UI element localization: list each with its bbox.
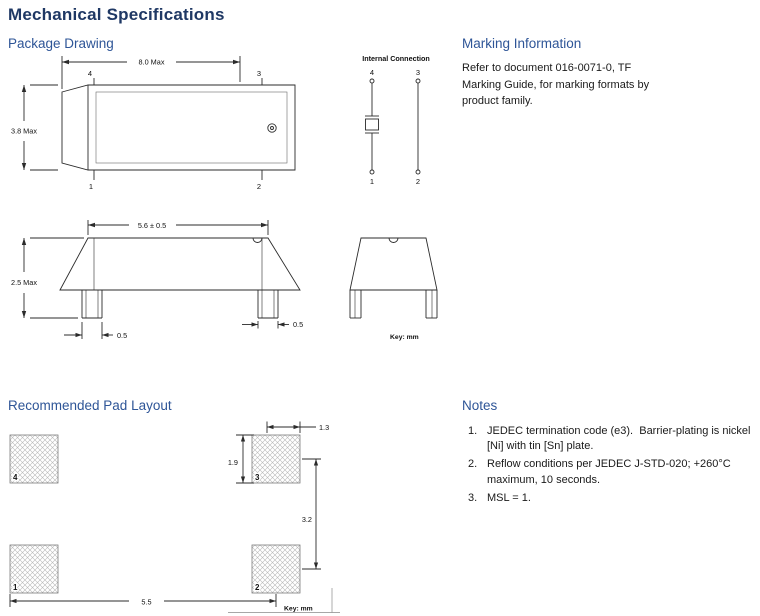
pad-2	[251, 544, 301, 594]
section-heading-notes: Notes	[462, 398, 498, 413]
notes-list: 1. JEDEC termination code (e3). Barrier-…	[468, 424, 752, 509]
pad-label-1: 1	[13, 583, 18, 592]
dim-top-width: 8.0 Max	[139, 58, 165, 67]
internal-connection-title: Internal Connection	[362, 54, 430, 63]
top-view-outline	[61, 78, 296, 180]
pad-label-2: 2	[255, 583, 260, 592]
note-text: JEDEC termination code (e3). Barrier-pla…	[487, 425, 754, 453]
top-view-pin-3-label: 3	[257, 69, 261, 78]
section-heading-pad-layout: Recommended Pad Layout	[8, 398, 172, 413]
dim-side-pad-right: 0.5	[293, 320, 303, 329]
crystal-symbol-icon	[365, 118, 379, 131]
pad-dimension-arrows	[10, 424, 319, 604]
section-heading-package-drawing: Package Drawing	[8, 36, 114, 51]
pad-label-3: 3	[255, 473, 260, 482]
dim-side-width: 5.6 ± 0.5	[138, 221, 166, 230]
ic-pin-1-label: 1	[370, 177, 374, 186]
top-view-pin-2-label: 2	[257, 182, 261, 191]
table-border-fragment	[228, 588, 340, 613]
pad-1	[9, 544, 59, 594]
dim-horizontal-pitch: 5.5	[141, 597, 151, 606]
page-title: Mechanical Specifications	[8, 5, 225, 24]
dim-side-pad-left: 0.5	[117, 331, 127, 340]
pad-4	[9, 434, 59, 484]
note-number: 1.	[468, 425, 478, 437]
note-item-1: 1. JEDEC termination code (e3). Barrier-…	[468, 424, 752, 454]
note-text: MSL = 1.	[487, 491, 531, 504]
marking-dot-icon	[267, 123, 277, 133]
pad-rectangles	[9, 434, 301, 594]
dim-pad-width: 1.3	[319, 423, 329, 432]
top-view-pin-4-label: 4	[88, 69, 92, 78]
package-drawing: 8.0 Max 3.8 Max 5.6 ± 0.5 2.5 Max 0.5 0.…	[11, 54, 438, 341]
dim-vertical-pitch: 3.2	[302, 515, 312, 524]
note-text: Reflow conditions per JEDEC J-STD-020; +…	[487, 458, 734, 486]
dim-side-height: 2.5 Max	[11, 278, 37, 287]
ic-pin-2-label: 2	[416, 177, 420, 186]
note-item-3: 3. MSL = 1.	[468, 491, 752, 506]
note-number: 2.	[468, 458, 478, 471]
dim-pad-height: 1.9	[228, 458, 238, 467]
internal-connection-symbol	[365, 78, 421, 175]
pad-key-units-label: Key: mm	[284, 606, 313, 613]
top-view-dimension-lines	[23, 56, 241, 171]
pad-dimension-lines	[9, 421, 321, 607]
note-number: 3.	[468, 491, 478, 504]
dim-top-height: 3.8 Max	[11, 127, 37, 136]
key-units-label: Key: mm	[390, 334, 419, 341]
side-view-outline	[59, 237, 301, 319]
pad-layout-drawing: 4 3 1 2 1.3 1.9 3.2 5.5 Key: mm	[9, 421, 340, 613]
ic-pin-3-label: 3	[416, 68, 420, 77]
marking-information-text: Refer to document 016-0071-0, TF Marking…	[462, 62, 653, 107]
section-heading-marking-information: Marking Information	[462, 36, 582, 51]
top-view-pin-1-label: 1	[89, 182, 93, 191]
dimension-arrows	[21, 59, 285, 338]
note-item-2: 2. Reflow conditions per JEDEC J-STD-020…	[468, 457, 752, 487]
side-view-dimension-lines	[23, 220, 289, 339]
pad-3	[251, 434, 301, 484]
end-view-outline	[349, 237, 438, 319]
ic-pin-4-label: 4	[370, 68, 374, 77]
pad-label-4: 4	[13, 473, 18, 482]
